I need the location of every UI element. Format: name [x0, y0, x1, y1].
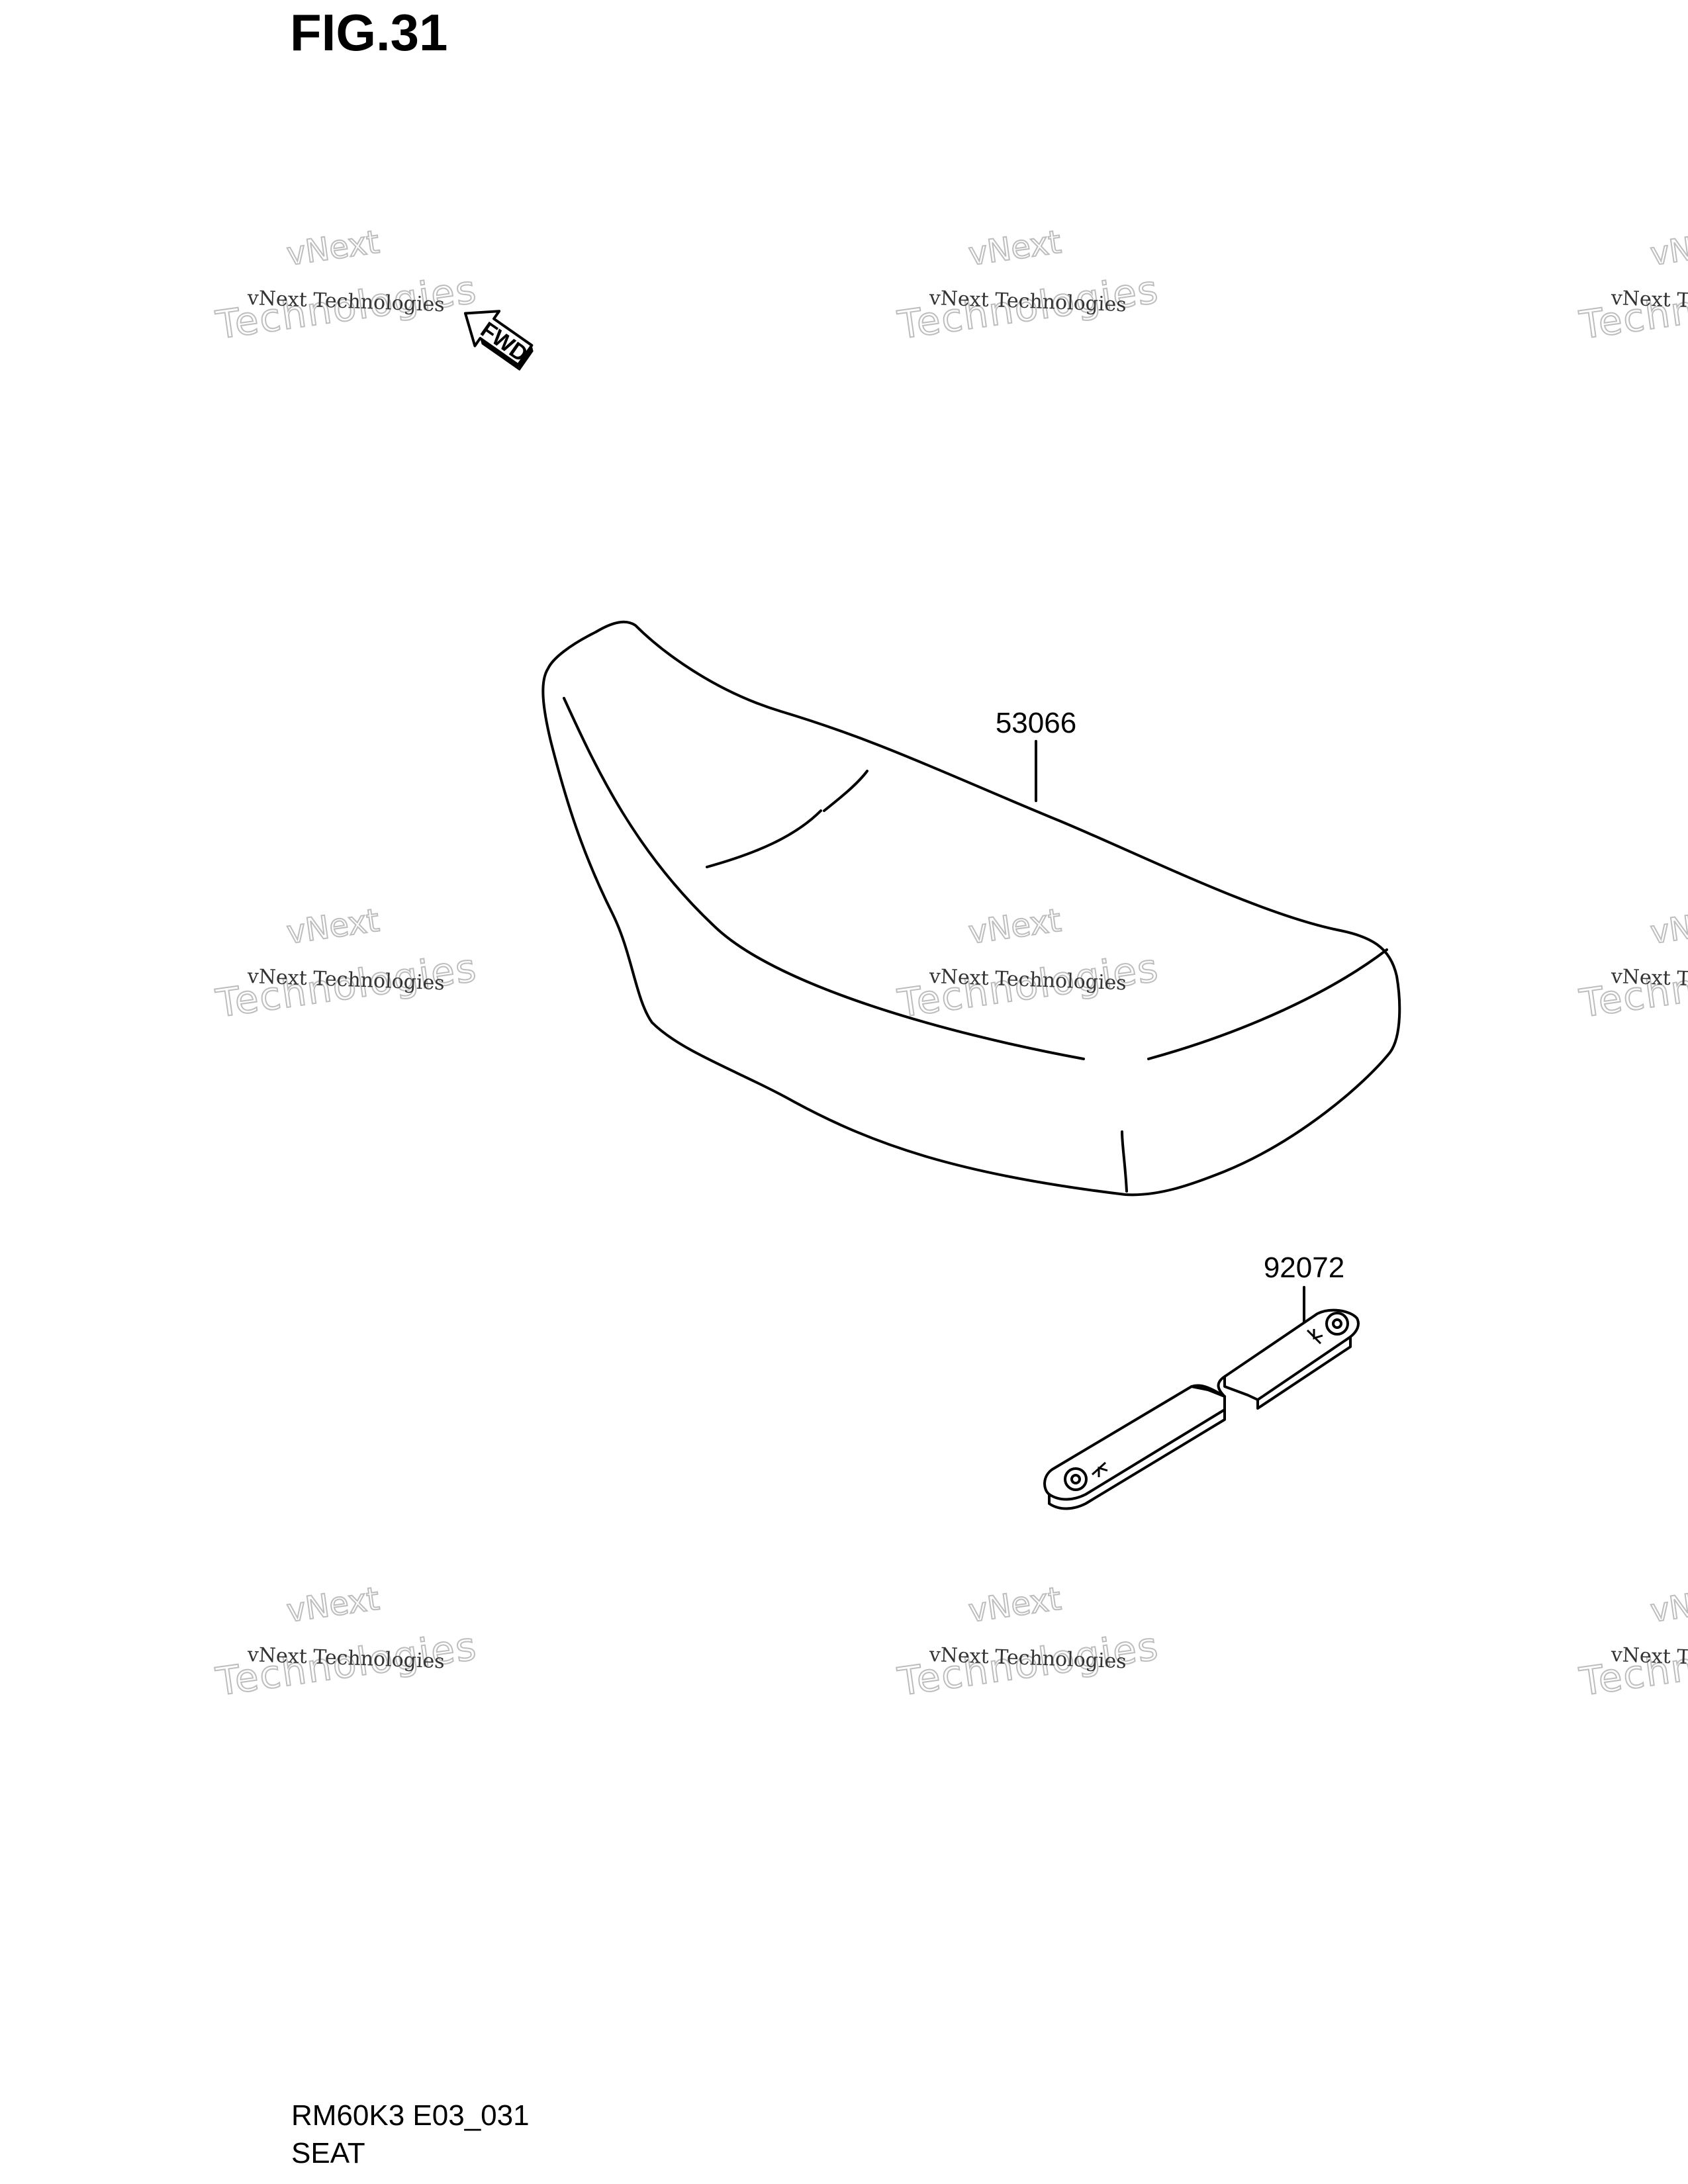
strap-gap [1217, 1375, 1226, 1398]
watermark: vNext Technologies vNext Technologies [1576, 1580, 1688, 1706]
watermark-vnext: vNext [966, 224, 1064, 273]
seat-outline [541, 620, 1401, 1197]
watermark-vnext: vNext [966, 1580, 1064, 1630]
watermark-vnext: vNext [285, 224, 382, 273]
watermark: vNext Technologies vNext Technologies [894, 1580, 1162, 1706]
seat-left-side-line [563, 697, 720, 931]
watermark: vNext Technologies vNext Technologies [212, 901, 481, 1027]
diagram-code: RM60K3 E03_031 [291, 2099, 530, 2132]
watermark: vNext Technologies vNext Technologies [894, 901, 1162, 1027]
seat-front-edge [717, 929, 1085, 1060]
seat-stitch-line [823, 770, 868, 812]
strap-grommet-hole [1070, 1474, 1081, 1484]
strap-right-edge [1256, 1336, 1352, 1410]
watermark-vnext: vNext [1648, 224, 1688, 273]
watermark: vNext Technologies vNext Technologies [1576, 223, 1688, 349]
seat-part [541, 620, 1401, 1197]
strap-part [1043, 1286, 1360, 1510]
diagram-name: SEAT [291, 2137, 365, 2169]
strap-grommet-hole [1332, 1318, 1342, 1329]
watermark-vnext: vNext [1648, 902, 1688, 952]
watermark-vnext: vNext [285, 902, 382, 952]
watermark-layer: vNext Technologies vNext Technologies vN… [212, 223, 1688, 1706]
strap-left-half [1043, 1385, 1226, 1501]
watermark-vnext: vNext [1648, 1580, 1688, 1630]
watermark: vNext Technologies vNext Technologies [1576, 901, 1688, 1027]
seat-rear-corner [1121, 1130, 1128, 1193]
watermark-vnext: vNext [285, 1580, 382, 1630]
watermark: vNext Technologies vNext Technologies [894, 223, 1162, 349]
seat-rear-edge [1147, 948, 1388, 1060]
seat-stitch-line [706, 809, 822, 868]
figure-title: FIG.31 [290, 3, 448, 62]
strap-left-edge [1048, 1408, 1226, 1510]
watermark: vNext Technologies vNext Technologies [212, 1580, 481, 1706]
strap-emblem-icon [1091, 1329, 1323, 1477]
watermark-vnext: vNext [966, 902, 1064, 952]
part-number-92072: 92072 [1264, 1251, 1344, 1284]
watermark: vNext Technologies vNext Technologies [212, 223, 481, 349]
part-number-53066: 53066 [996, 707, 1076, 739]
